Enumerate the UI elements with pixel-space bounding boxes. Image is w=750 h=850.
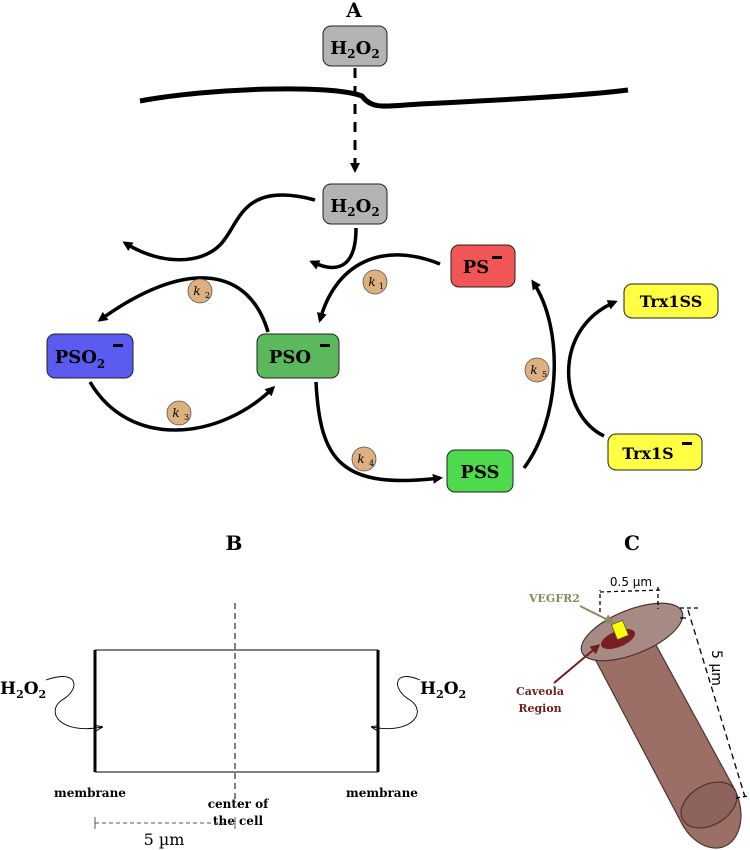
- caveola-label-line1: Caveola: [516, 685, 564, 698]
- vegfr2-label: VEGFR2: [528, 592, 580, 605]
- arrow-h2o2-k2: [122, 193, 316, 262]
- membrane-left-label: membrane: [54, 786, 126, 800]
- caveola-label-line2: Region: [518, 702, 561, 715]
- node-trx1ss: Trx1SS: [623, 283, 719, 319]
- svg-text:Trx1SS: Trx1SS: [640, 292, 703, 311]
- h2o2-left-label: H2O2: [0, 679, 46, 701]
- node-h2o2-inside: H2O2: [322, 183, 388, 225]
- vegfr2-pointer: [579, 605, 615, 624]
- side-dim-label: 5 µm: [708, 650, 724, 686]
- panel-a-label: A: [345, 0, 362, 22]
- svg-text:k: k: [357, 452, 364, 466]
- panel-b-label: B: [226, 531, 243, 555]
- h2o2-right-arrow: [372, 676, 421, 729]
- svg-text:PSS: PSS: [460, 462, 499, 483]
- svg-text:PSO: PSO: [269, 347, 311, 368]
- svg-text:k: k: [368, 275, 375, 289]
- caveola-pointer: [553, 644, 601, 684]
- scale-label: 5 µm: [144, 830, 185, 849]
- arrow-k2: [97, 276, 270, 333]
- h2o2-left-arrow: [45, 676, 102, 729]
- svg-text:Trx1S: Trx1S: [622, 444, 673, 463]
- reaction-arrows: [88, 193, 618, 484]
- svg-text:2: 2: [205, 291, 210, 300]
- node-pso: PSO: [256, 333, 340, 379]
- svg-text:k: k: [530, 363, 537, 377]
- center-label-line2: the cell: [213, 814, 264, 828]
- svg-text:3: 3: [184, 413, 189, 422]
- svg-text:H2O2: H2O2: [330, 196, 379, 219]
- svg-text:k: k: [193, 284, 200, 298]
- node-pso2: PSO2: [46, 333, 134, 379]
- panel-c-label: C: [624, 531, 640, 555]
- scale-bar: [94, 817, 236, 829]
- vegfr2-receptor: [610, 619, 630, 641]
- node-trx1s: Trx1S: [607, 433, 703, 471]
- cell-slab: [93, 603, 380, 800]
- membrane-right-label: membrane: [346, 786, 418, 800]
- node-pss: PSS: [446, 449, 514, 493]
- top-dim-label: 0.5 µm: [610, 575, 652, 589]
- dimension-lines: [599, 587, 749, 799]
- svg-text:PSO2: PSO2: [55, 347, 106, 371]
- cell-membrane: [139, 86, 629, 109]
- svg-text:4: 4: [369, 459, 374, 468]
- node-ps: PS: [450, 244, 516, 288]
- h2o2-right-label: H2O2: [420, 679, 466, 701]
- arrow-k3: [88, 381, 276, 432]
- svg-text:1: 1: [379, 282, 384, 291]
- arrow-h2o2-k1: [309, 227, 358, 270]
- svg-text:H2O2: H2O2: [330, 38, 379, 61]
- cell-cylinder: [580, 602, 742, 849]
- svg-text:k: k: [172, 406, 179, 420]
- arrow-k5: [522, 279, 556, 470]
- svg-text:H2O2: H2O2: [0, 679, 46, 701]
- node-h2o2-outside: H2O2: [322, 25, 388, 67]
- svg-text:5: 5: [542, 370, 547, 379]
- svg-text:H2O2: H2O2: [420, 679, 466, 701]
- arrow-k4: [314, 381, 443, 484]
- svg-text:PS: PS: [463, 257, 490, 278]
- arrow-k1: [317, 253, 441, 323]
- arrow-trx: [567, 300, 618, 438]
- center-label-line1: center of: [208, 797, 269, 811]
